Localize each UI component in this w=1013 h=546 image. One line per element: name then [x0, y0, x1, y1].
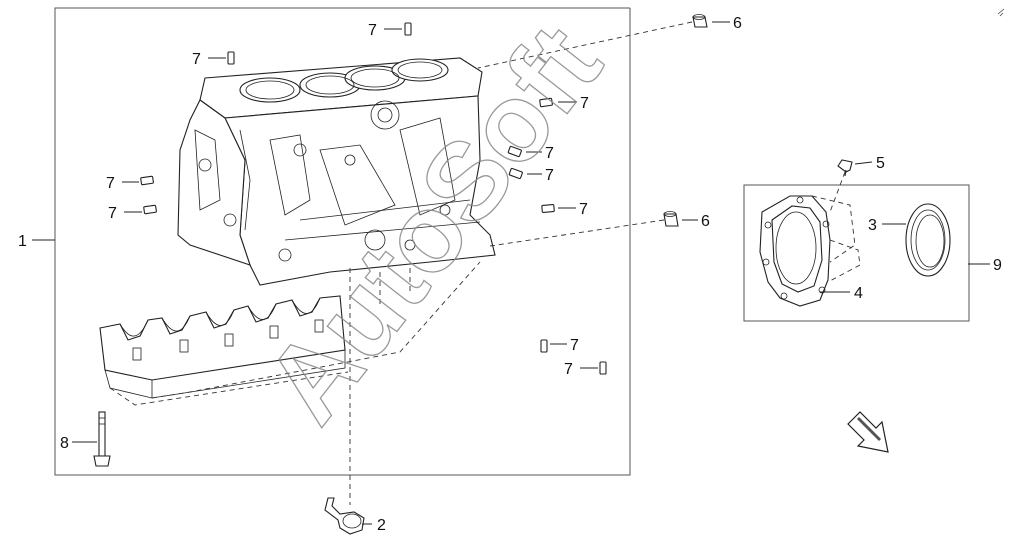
main-bearing-bolt[interactable] — [93, 411, 111, 467]
callout-7-right-4: 7 — [579, 201, 588, 218]
callout-labels: 1 2 3 4 5 6 6 7 7 7 7 7 7 7 7 7 7 8 9 — [18, 15, 1002, 534]
callout-7-left-2: 7 — [108, 205, 117, 222]
front-direction-arrow-icon — [847, 411, 889, 453]
callout-7-left-1: 7 — [106, 175, 115, 192]
cylinder-block[interactable] — [177, 57, 496, 286]
callout-3: 3 — [868, 217, 877, 234]
callout-7-right-3: 7 — [545, 167, 554, 184]
callout-7-top: 7 — [368, 22, 377, 39]
callout-5: 5 — [876, 155, 885, 172]
assembly-frame-main — [54, 7, 631, 476]
leader-lines — [32, 21, 990, 525]
callout-7-right-1: 7 — [580, 95, 589, 112]
callout-9: 9 — [993, 257, 1002, 274]
assembly-lines-caps — [109, 261, 481, 406]
callout-6-top: 6 — [733, 15, 742, 32]
callout-2: 2 — [377, 517, 386, 534]
callout-4: 4 — [854, 285, 863, 302]
dowel-sleeves[interactable] — [663, 14, 708, 227]
rear-seal-housing[interactable] — [759, 195, 831, 307]
assembly-frame-rear-seal — [743, 184, 970, 322]
callout-7-upper-left: 7 — [192, 51, 201, 68]
callout-6-mid: 6 — [701, 213, 710, 230]
rear-housing-bolt[interactable] — [837, 159, 853, 177]
dowel-pins[interactable] — [140, 22, 607, 375]
callout-7-lower-1: 7 — [570, 337, 579, 354]
callout-7-right-2: 7 — [545, 145, 554, 162]
corner-mark-icon — [997, 8, 1005, 17]
rear-oil-seal[interactable] — [905, 203, 951, 277]
assembly-lines-sleeves — [477, 21, 693, 247]
callout-8: 8 — [60, 435, 69, 452]
callout-7-lower-2: 7 — [564, 361, 573, 378]
callout-1: 1 — [18, 233, 27, 250]
oil-jet-fitting[interactable] — [324, 497, 365, 535]
assembly-lines-housing — [811, 171, 861, 283]
